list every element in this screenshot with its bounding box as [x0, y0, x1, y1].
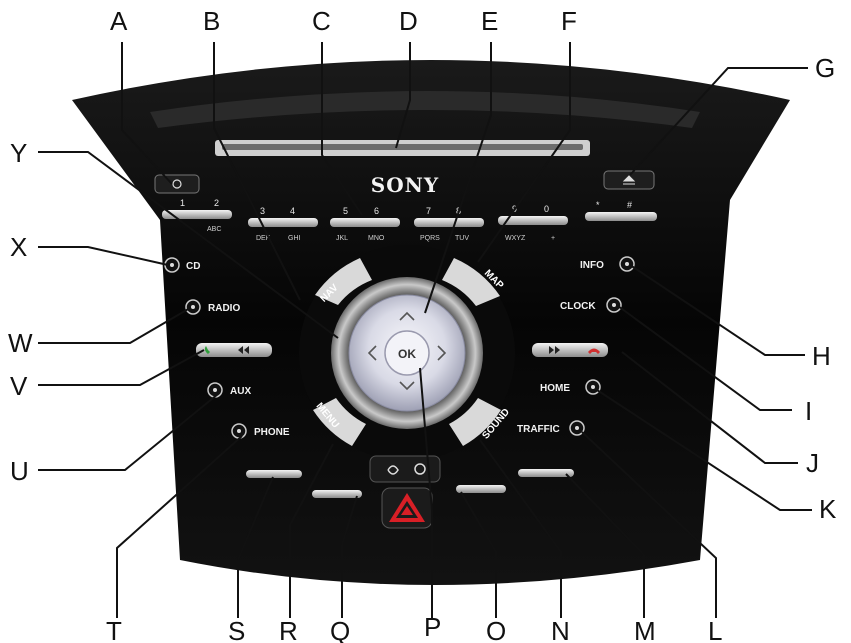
callout-s: S	[228, 616, 245, 643]
eject-button[interactable]	[603, 170, 655, 190]
hazard-button[interactable]	[381, 487, 433, 529]
map-segment[interactable]	[442, 258, 500, 306]
callout-g: G	[815, 53, 835, 83]
callout-y: Y	[10, 138, 27, 168]
traffic-button-label: TRAFFIC	[517, 424, 560, 435]
ok-button[interactable]	[384, 330, 430, 376]
power-icon	[172, 179, 182, 189]
home-button[interactable]: HOME	[540, 379, 601, 395]
up-arrow-icon[interactable]	[399, 311, 415, 321]
key-5-6[interactable]: 5 6 JKL MNO	[330, 206, 400, 242]
slider-button-q[interactable]	[312, 490, 362, 498]
call-button[interactable]	[196, 343, 272, 357]
down-arrow-icon[interactable]	[399, 381, 415, 391]
key-1-2[interactable]: 1 2 ABC	[162, 198, 232, 233]
callout-n: N	[551, 616, 570, 643]
clock-button[interactable]: CLOCK	[560, 297, 622, 313]
callout-r: R	[279, 616, 298, 643]
callout-v: V	[10, 371, 28, 401]
radio-button[interactable]: RADIO	[185, 299, 240, 315]
callout-x: X	[10, 232, 27, 262]
central-dial[interactable]: NAV MAP MENU SOUND OK	[299, 245, 515, 461]
key-letters: MNO	[368, 235, 385, 242]
next-track-icon	[549, 346, 560, 354]
key-num: *	[596, 200, 600, 210]
nav-segment[interactable]	[315, 258, 372, 305]
aux-button[interactable]: AUX	[207, 382, 251, 398]
hang-up-icon	[588, 348, 600, 354]
phone-button[interactable]: PHONE	[231, 423, 290, 439]
callout-f: F	[561, 6, 577, 36]
key-letters: PQRS	[420, 235, 440, 242]
callout-t: T	[106, 616, 122, 643]
key-num: 3	[260, 206, 265, 216]
ok-label: OK	[398, 347, 416, 361]
callout-j: J	[806, 448, 819, 478]
key-num: 1	[180, 198, 185, 208]
key-num: 0	[544, 204, 549, 214]
key-letters: DEF	[256, 235, 270, 242]
callout-c: C	[312, 6, 331, 36]
home-button-label: HOME	[540, 383, 570, 394]
aux-button-label: AUX	[230, 386, 251, 397]
traffic-button[interactable]: TRAFFIC	[517, 420, 585, 436]
callout-q: Q	[330, 616, 350, 643]
callout-l: L	[708, 616, 722, 643]
key-3-4[interactable]: 3 4 DEF GHI	[248, 206, 318, 242]
previous-track-icon	[238, 346, 249, 354]
callout-o: O	[486, 616, 506, 643]
callout-e: E	[481, 6, 498, 36]
key-letters: GHI	[288, 235, 301, 242]
callout-h: H	[812, 341, 831, 371]
callout-k: K	[819, 494, 837, 524]
callout-w: W	[8, 328, 33, 358]
callout-m: M	[634, 616, 656, 643]
menu-segment[interactable]	[313, 398, 366, 446]
callout-d: D	[399, 6, 418, 36]
clock-button-label: CLOCK	[560, 301, 596, 312]
key-star-hash[interactable]: * #	[585, 200, 657, 221]
key-letters: +	[551, 235, 555, 242]
hangup-button[interactable]	[532, 343, 608, 357]
key-letters: JKL	[336, 235, 348, 242]
power-button[interactable]	[154, 174, 200, 194]
callout-i: I	[805, 396, 812, 426]
key-num: 2	[214, 198, 219, 208]
phone-button-label: PHONE	[254, 427, 290, 438]
key-num: 6	[374, 206, 379, 216]
left-arrow-icon[interactable]	[367, 345, 377, 361]
right-arrow-icon[interactable]	[437, 345, 447, 361]
cd-slot[interactable]	[215, 140, 590, 156]
loop-icon	[387, 465, 399, 475]
key-letters: TUV	[455, 235, 469, 242]
cd-button-label: CD	[186, 261, 200, 272]
callout-letters: A B C D E F G H I J K L M N O P Q R S T …	[8, 6, 837, 643]
key-num: #	[627, 200, 632, 210]
key-num: 4	[290, 206, 295, 216]
slider-button-s[interactable]	[246, 470, 302, 478]
brand-logo: SONY	[371, 173, 439, 197]
lock-icon	[414, 463, 426, 475]
key-num: 7	[426, 206, 431, 216]
cd-button[interactable]: CD	[164, 257, 200, 273]
key-num: 5	[343, 206, 348, 216]
info-button[interactable]: INFO	[580, 256, 635, 272]
leader-lines	[38, 42, 812, 618]
callout-u: U	[10, 456, 29, 486]
eject-icon	[622, 175, 636, 185]
radio-button-label: RADIO	[208, 303, 240, 314]
slider-button-m[interactable]	[518, 469, 574, 477]
callout-p: P	[424, 612, 441, 642]
callout-b: B	[203, 6, 220, 36]
callout-a: A	[110, 6, 128, 36]
steering-assist-button[interactable]	[369, 455, 441, 483]
info-button-label: INFO	[580, 260, 604, 271]
sound-segment[interactable]	[449, 398, 501, 446]
key-letters: ABC	[207, 226, 221, 233]
phone-call-icon	[204, 346, 210, 354]
slider-button-o[interactable]	[456, 485, 506, 493]
key-letters: WXYZ	[505, 235, 526, 242]
